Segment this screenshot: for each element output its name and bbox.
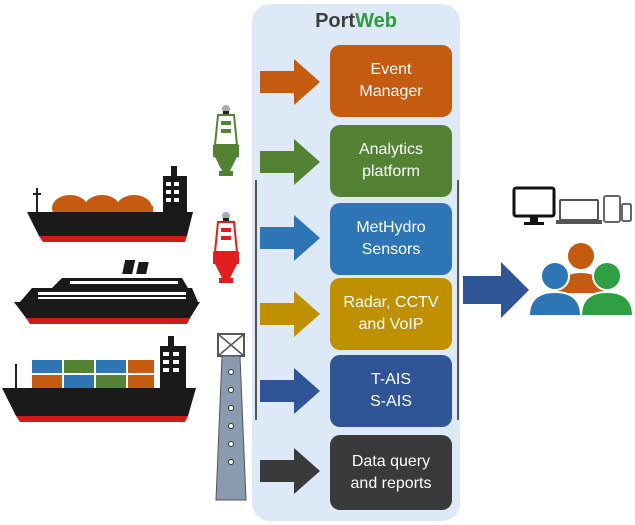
arrow-ais [260,366,320,416]
users-group-icon [527,238,635,318]
portweb-title: PortWeb [315,10,397,32]
arrow-radar [260,289,320,339]
tower-icon [210,332,252,504]
lng-tanker-icon [25,162,203,246]
module-t-ais-s-ais: T-AIS S-AIS [330,355,452,427]
module-analytics-platform: Analytics platform [330,125,452,197]
cruise-ship-icon [12,256,202,328]
module-event-manager: Event Manager [330,45,452,117]
arrow-analytics [260,137,320,187]
arrow-methydro [260,213,320,263]
module-data-query-reports: Data query and reports [330,435,452,510]
module-methydro-sensors: MetHydro Sensors [330,203,452,275]
container-ship-icon [0,334,205,426]
module-radar-cctv-voip: Radar, CCTV and VoIP [330,278,452,350]
green-buoy-icon [210,103,242,185]
devices-icon [512,186,632,228]
panel-left-line [255,180,257,420]
arrow-data-query [260,446,320,496]
red-buoy-icon [210,210,242,292]
arrow-event-manager [260,57,320,107]
output-arrow [463,262,529,318]
panel-right-line [457,180,459,420]
